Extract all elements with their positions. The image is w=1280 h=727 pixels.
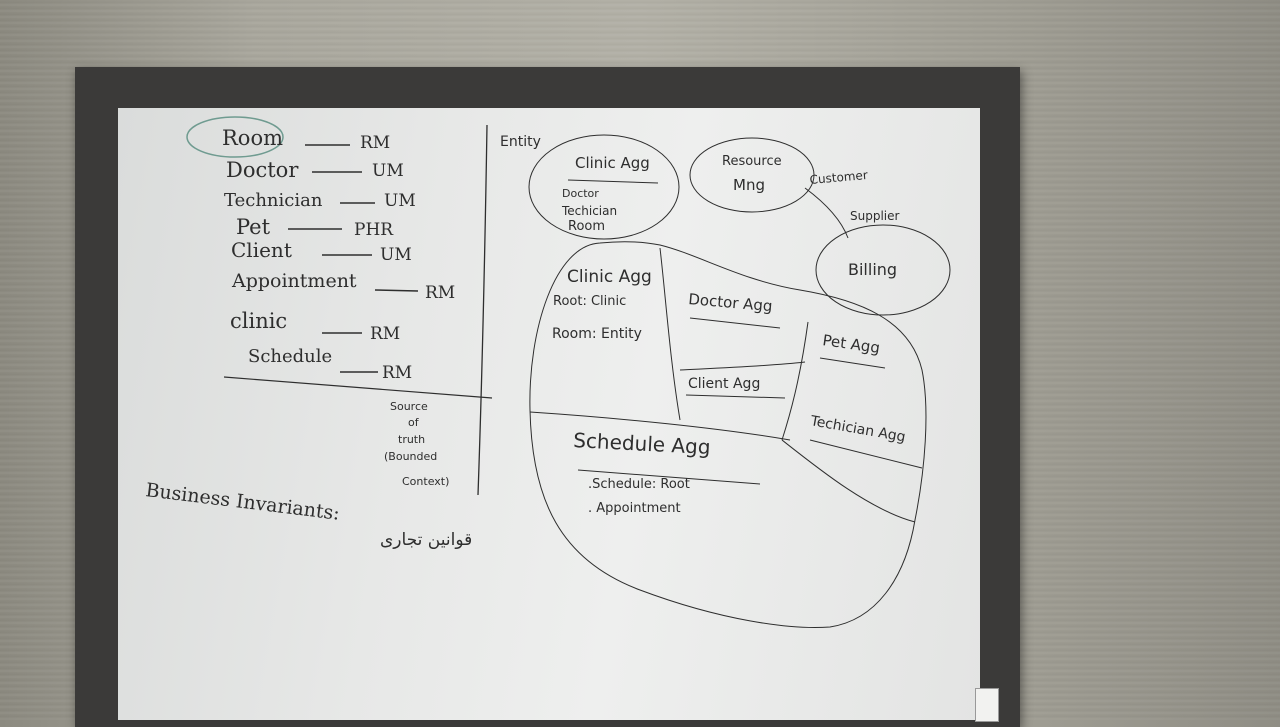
source-of-truth-note: Source of truth (Bounded Context) — [384, 400, 449, 488]
underline — [577, 469, 761, 485]
billing-label: Billing — [848, 260, 897, 279]
whiteboard-surface — [118, 108, 980, 720]
clinic-agg-room: Room: Entity — [552, 326, 642, 342]
technician-agg-boundary — [781, 439, 916, 523]
clinic-agg-boundary — [659, 247, 681, 421]
supplier-label: Supplier — [850, 209, 900, 223]
mapping-row: Technician UM — [224, 190, 416, 211]
mapping-row: Client UM — [231, 238, 412, 265]
entity-label: Entity — [500, 134, 541, 150]
entity-label: Technician — [224, 190, 323, 211]
clinic-agg-top-circle — [528, 134, 680, 240]
target-label: RM — [370, 324, 400, 344]
entity-label: Pet — [236, 215, 271, 239]
note-line: truth — [398, 433, 425, 446]
mapping-row: Doctor UM — [226, 158, 404, 182]
pet-agg-label: Pet Agg — [821, 331, 881, 357]
mapping-row: Schedule RM — [248, 346, 412, 383]
clinic-agg-title: Clinic Agg — [567, 267, 652, 287]
client-agg-boundary — [679, 361, 806, 371]
entity-label: Appointment — [231, 270, 357, 292]
mapping-row: Appointment RM — [231, 270, 455, 303]
underline — [567, 179, 659, 184]
client-agg-label: Client Agg — [688, 376, 760, 392]
mapping-row: clinic RM — [230, 309, 400, 344]
target-label: UM — [384, 191, 416, 211]
clinic-agg-top-item: Room — [568, 219, 605, 234]
pet-agg-boundary — [781, 321, 809, 441]
clinic-agg-top-item: Doctor — [562, 187, 599, 200]
clinic-agg-root: Root: Clinic — [553, 294, 626, 309]
underline — [689, 317, 781, 329]
underline — [809, 439, 923, 469]
underline — [685, 394, 786, 399]
target-label: RM — [360, 133, 390, 153]
clinic-agg-top-title: Clinic Agg — [575, 154, 650, 172]
room-highlight-circle — [186, 116, 284, 158]
target-label: UM — [380, 245, 412, 265]
note-line: Source — [390, 400, 428, 413]
schedule-agg-item: . Appointment — [588, 501, 681, 516]
resource-mng-line1: Resource — [722, 154, 782, 169]
note-line: Context) — [402, 475, 449, 488]
business-invariants-label: Business Invariants: — [144, 479, 341, 525]
mapping-row: Room RM — [222, 126, 390, 153]
billing-circle — [815, 224, 951, 316]
target-label: RM — [425, 283, 455, 303]
persian-text: قوانین تجاری — [380, 530, 472, 550]
target-label: PHR — [354, 220, 394, 240]
target-label: RM — [382, 363, 412, 383]
entity-label: Room — [222, 126, 283, 150]
entity-label: Client — [231, 238, 292, 262]
technician-agg-label: Techician Agg — [808, 413, 906, 446]
aggregates-boundary — [529, 241, 927, 628]
entity-label: Schedule — [248, 346, 332, 367]
connector-line — [804, 187, 849, 239]
underline — [819, 357, 886, 369]
doctor-agg-label: Doctor Agg — [688, 290, 774, 315]
note-line: of — [408, 416, 420, 429]
resource-mng-line2: Mng — [733, 176, 765, 194]
mapping-row: Pet PHR — [236, 215, 394, 240]
schedule-agg-item: .Schedule: Root — [588, 477, 690, 492]
clinic-agg-top-item: Techician — [561, 204, 617, 218]
target-label: UM — [372, 161, 404, 181]
vertical-divider — [477, 124, 488, 496]
arrow-icon — [374, 289, 419, 292]
entity-label: clinic — [230, 309, 287, 333]
note-line: (Bounded — [384, 450, 437, 463]
divider-line — [223, 376, 493, 399]
resource-mng-circle — [689, 137, 815, 213]
customer-label: Customer — [809, 168, 868, 187]
entity-label: Doctor — [226, 158, 299, 182]
schedule-agg-boundary — [529, 411, 791, 441]
schedule-agg-title: Schedule Agg — [573, 428, 711, 459]
